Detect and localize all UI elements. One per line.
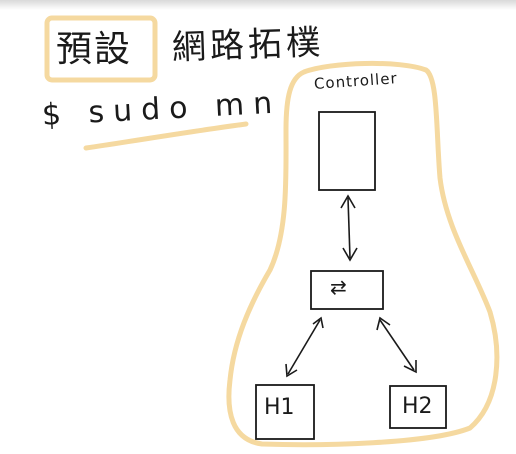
command-underline: [83, 121, 249, 151]
switch-h1-arrowhead-top: [312, 316, 324, 329]
host2-node: [389, 385, 447, 429]
switch-h2-link: [379, 319, 415, 371]
host1-label: H1: [264, 395, 295, 420]
topology-highlight-outline: [226, 60, 500, 448]
host1-node: [255, 384, 315, 440]
controller-switch-link: [347, 197, 351, 259]
title-rest-text: 網路拓樸: [171, 22, 325, 68]
title-highlighted-text: 預設: [56, 29, 133, 70]
switch-h1-link: [287, 319, 321, 375]
host2-label: H2: [402, 394, 433, 419]
controller-link-arrowhead: [340, 194, 356, 209]
switch-node: [310, 270, 384, 310]
controller-node: [318, 111, 376, 191]
switch-link-arrowhead: [342, 247, 358, 262]
switch-h2-arrowhead-top: [376, 316, 391, 331]
title-highlight-box: [44, 15, 158, 83]
switch-h1-arrowhead-bottom: [285, 363, 298, 378]
top-shadow: [0, 0, 516, 10]
switch-h2-arrowhead-bottom: [403, 360, 417, 374]
switch-arrows-icon: ⇄: [330, 275, 347, 299]
